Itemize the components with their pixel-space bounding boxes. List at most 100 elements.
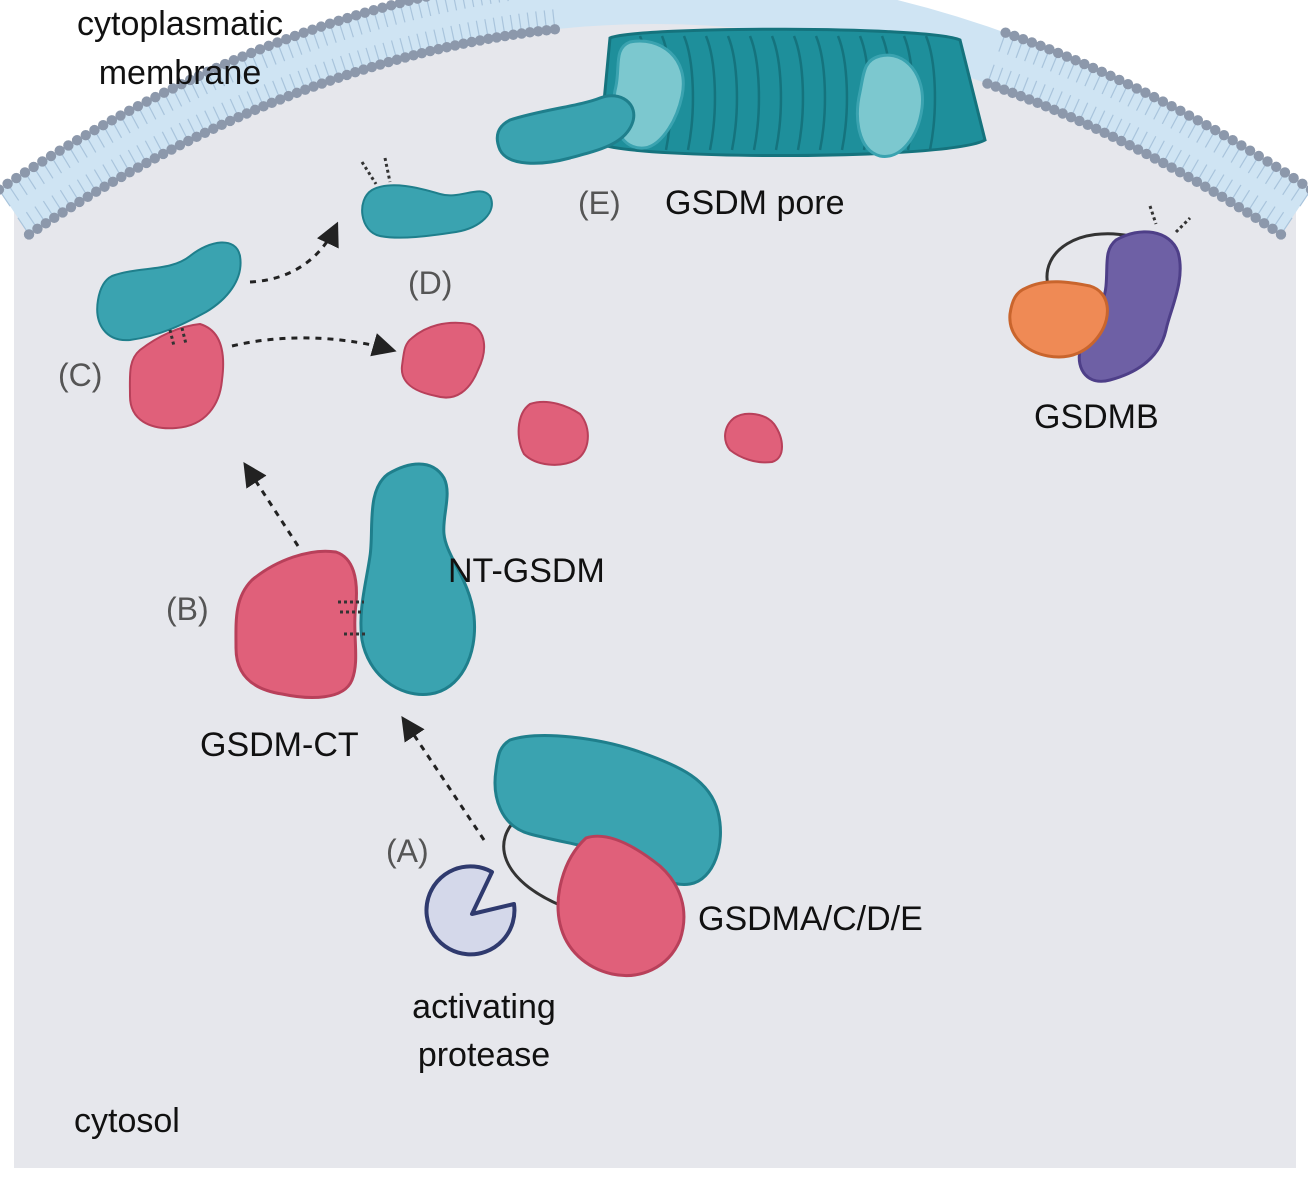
lipid-head: [167, 83, 178, 94]
pore-subunit-edge: [814, 35, 827, 151]
lipid-head: [1191, 176, 1203, 188]
lipid-head: [1009, 30, 1020, 42]
lipid-head: [57, 207, 68, 218]
lipid-head: [132, 100, 144, 112]
lipid-head: [199, 127, 211, 138]
lipid-head: [1201, 119, 1212, 131]
pore-subunit-edge: [748, 35, 761, 151]
lipid-head: [115, 110, 126, 121]
gsdm-ct-label: GSDM-CT: [200, 726, 359, 764]
lipid-head: [124, 105, 135, 117]
lipid-head: [1233, 201, 1245, 213]
lipid-head: [1074, 115, 1085, 127]
lipid-head: [28, 161, 39, 173]
lipid-head: [308, 81, 319, 92]
lipid-tail: [426, 0, 432, 17]
gsdmb-label: GSDMB: [1034, 398, 1159, 436]
lipid-head: [1015, 90, 1027, 102]
pore-label: GSDM pore: [665, 184, 845, 222]
lipid-head: [132, 162, 144, 173]
lipid-head: [107, 176, 119, 188]
lipid-head: [63, 140, 74, 151]
lipid-head: [403, 0, 414, 6]
released-gsdm-ct: [724, 412, 783, 464]
lipid-head: [375, 59, 386, 70]
lipid-head: [377, 2, 388, 13]
lipid-head: [1279, 167, 1291, 178]
lipid-head: [399, 52, 411, 63]
lipid-head: [1267, 223, 1278, 235]
lipid-head: [1149, 153, 1161, 164]
lipid-head: [1200, 181, 1211, 192]
lipid-head: [508, 29, 519, 40]
lipid-head: [124, 167, 135, 178]
lipid-head: [1040, 101, 1052, 112]
lipid-head: [1070, 55, 1081, 66]
pore-subunit-edge: [924, 35, 937, 151]
lipid-head: [350, 67, 361, 78]
lipid-head: [141, 157, 152, 169]
step-label-d: (D): [408, 265, 452, 301]
protease-label-line2: protease: [418, 1036, 550, 1074]
lipid-head: [116, 171, 127, 183]
lipid-head: [333, 15, 344, 27]
nt-gsdm-label: NT-GSDM: [448, 552, 605, 590]
lipid-head: [1210, 124, 1221, 136]
lipid-head: [524, 27, 536, 38]
lipid-head: [106, 115, 118, 126]
lipid-head: [32, 223, 43, 235]
step-label-b: (B): [166, 591, 209, 627]
lipid-head: [40, 218, 52, 229]
lipid-head: [1061, 51, 1073, 62]
lipid-head: [1258, 218, 1270, 229]
lipid-head: [549, 24, 561, 35]
gsdmb-ct-domain: [1008, 280, 1109, 359]
lipid-head: [99, 181, 110, 192]
lipid-head: [307, 24, 318, 35]
lipid-tail: [453, 0, 458, 11]
step-label-c: (C): [58, 357, 102, 393]
lipid-head: [1007, 87, 1018, 99]
lipid-head: [11, 172, 22, 184]
lipid-head: [341, 69, 353, 81]
lipid-head: [1242, 207, 1253, 218]
lipid-head: [211, 62, 222, 74]
lipid-head: [1124, 140, 1135, 151]
lipid-head: [1052, 47, 1064, 59]
lipid-head: [224, 115, 236, 127]
lipid-head: [499, 30, 511, 42]
lipid-head: [1035, 40, 1046, 52]
lipid-head: [1271, 161, 1282, 173]
lipid-head: [458, 38, 469, 49]
lipid-head: [193, 70, 205, 82]
lipid-head: [289, 30, 301, 42]
membrane-contact-dots: [360, 157, 392, 185]
lipid-head: [483, 33, 494, 45]
lipid-head: [394, 0, 406, 9]
lipid-head: [1216, 191, 1228, 203]
lipid-head: [1183, 171, 1194, 183]
lipid-head: [359, 7, 371, 18]
lipid-head: [350, 10, 362, 21]
lipid-head: [266, 97, 278, 109]
lipid-head: [533, 26, 544, 37]
lipid-head: [280, 33, 292, 45]
lipid-head: [1026, 37, 1038, 48]
lipid-head: [1079, 58, 1090, 70]
gsdmb-complex: [1008, 205, 1192, 383]
lipid-head: [1192, 115, 1204, 126]
lipid-head: [19, 167, 31, 178]
lipid-tail: [462, 0, 466, 9]
lipid-head: [342, 12, 353, 24]
pore-subunit-edge: [704, 35, 717, 151]
lipid-head: [466, 36, 477, 48]
lipid-head: [185, 74, 196, 86]
pore-subunit: [495, 94, 636, 165]
lipid-head: [541, 25, 552, 36]
lipid-head: [325, 75, 336, 86]
lipid-head: [358, 64, 369, 75]
lipid-head: [1132, 144, 1144, 155]
lipid-head: [1141, 148, 1152, 160]
lipid-head: [65, 201, 77, 213]
lipid-head: [202, 66, 213, 78]
